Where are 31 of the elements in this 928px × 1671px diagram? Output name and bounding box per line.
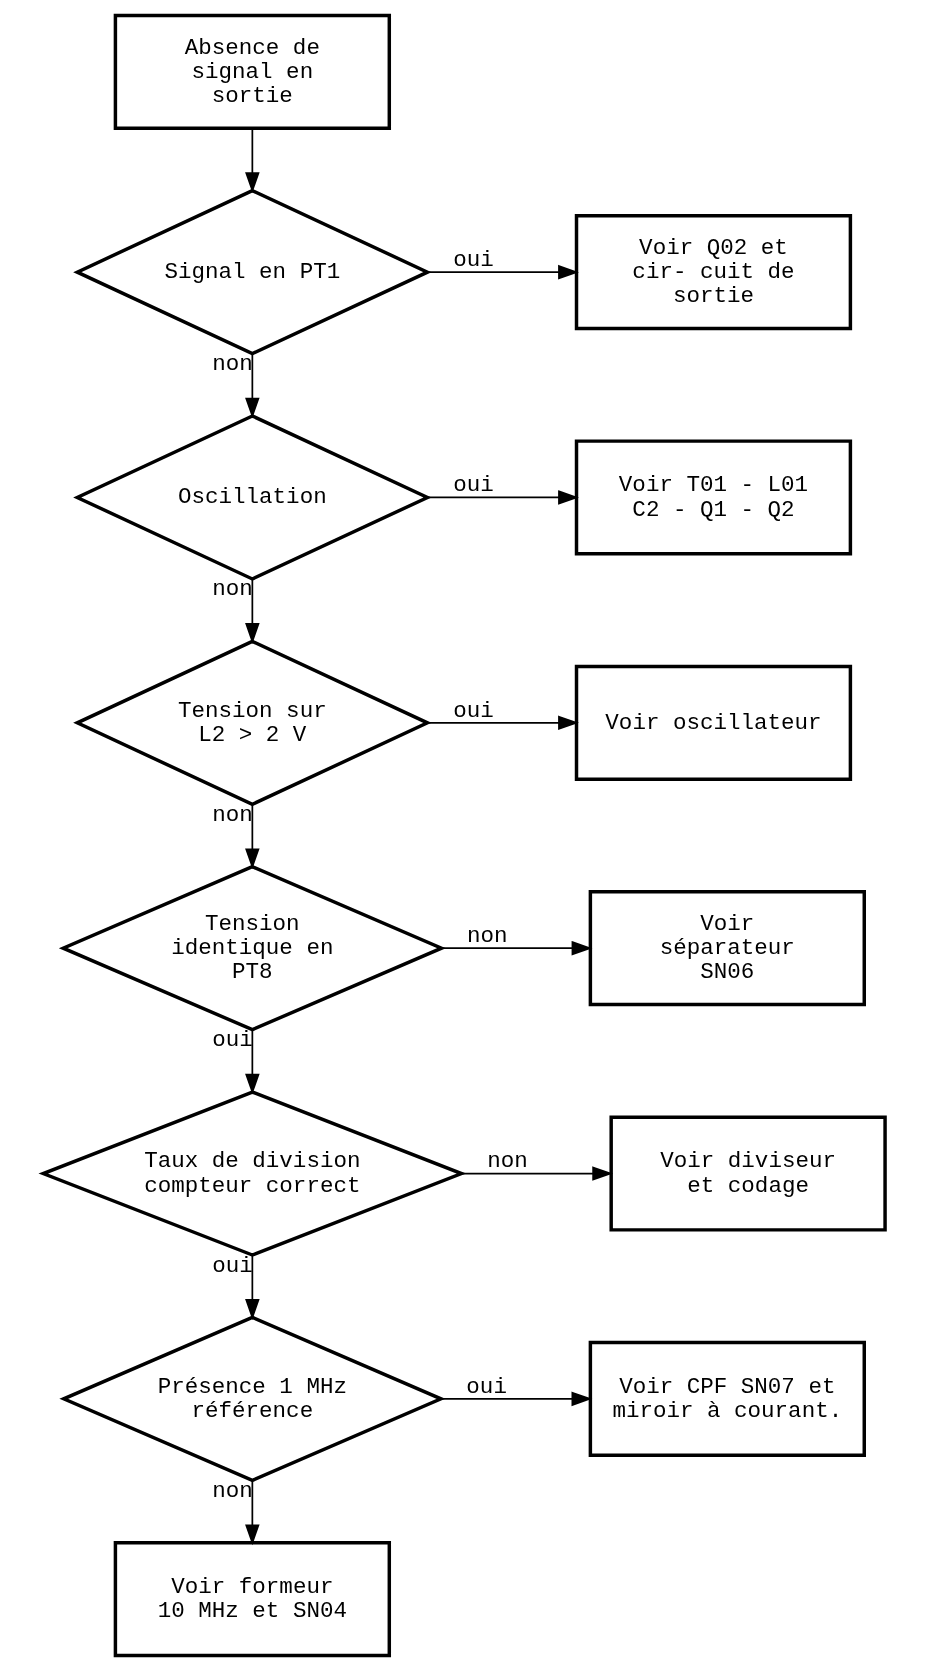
node-box: Voir CPF SN07 et miroir à courant. <box>588 1340 866 1457</box>
node-diamond: Signal en PT1 <box>73 188 432 356</box>
edge-label: non <box>487 1148 528 1175</box>
arrow <box>461 1166 614 1181</box>
node-box: Voir T01 - L01 C2 - Q1 - Q2 <box>574 439 853 556</box>
node-diamond: Oscillation <box>73 414 432 581</box>
arrow <box>245 353 260 419</box>
node-box: Voir diviseur et codage <box>609 1115 887 1232</box>
edge-label: oui <box>466 1373 507 1400</box>
edge-label: non <box>467 922 508 949</box>
arrow <box>427 490 579 505</box>
arrow <box>245 578 260 644</box>
edge-label: oui <box>453 246 494 273</box>
arrow <box>245 803 260 870</box>
node-box: Voir séparateur SN06 <box>588 890 866 1007</box>
arrow <box>427 715 579 731</box>
arrow <box>245 1254 260 1320</box>
node-box: Absence de signal en sortie <box>113 13 392 130</box>
arrow <box>427 264 579 280</box>
node-diamond: Taux de division compteur correct <box>38 1090 467 1257</box>
edge-label: oui <box>453 697 494 724</box>
arrow <box>245 127 260 194</box>
edge-label: oui <box>453 472 494 499</box>
node-box: Voir formeur 10 MHz et SN04 <box>113 1541 392 1658</box>
arrow <box>441 940 593 956</box>
node-box: Voir oscillateur <box>574 664 853 781</box>
arrow <box>245 1480 260 1546</box>
node-diamond: Tension sur L2 > 2 V <box>73 639 432 807</box>
arrow <box>245 1029 260 1095</box>
node-box: Voir Q02 et cir- cuit de sortie <box>574 214 853 331</box>
arrow <box>439 1391 593 1407</box>
